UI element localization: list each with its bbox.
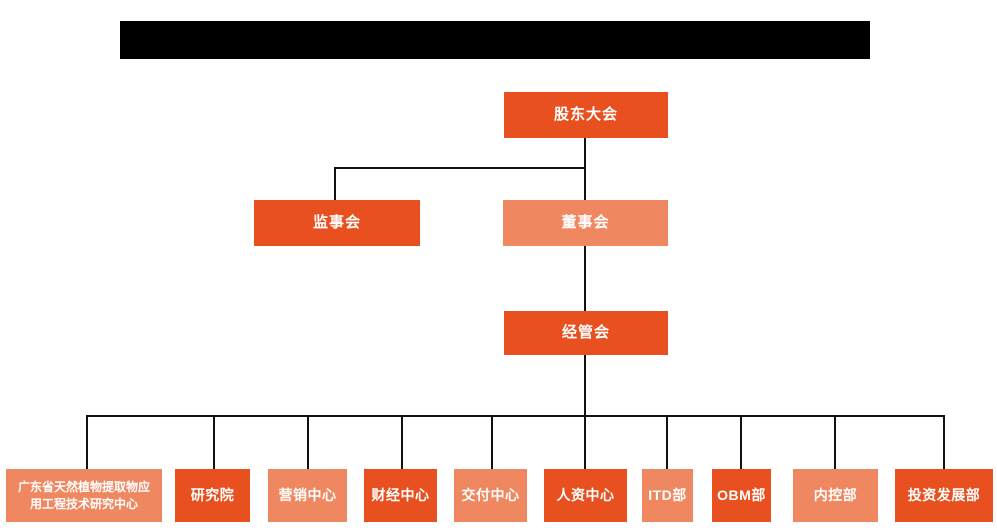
org-node-supervisory-board: 监事会 xyxy=(254,200,420,246)
org-node-obm-department: OBM部 xyxy=(712,469,771,522)
redacted-title-bar xyxy=(120,21,870,59)
connector-drop-investment-development-department xyxy=(943,416,945,469)
connector-management-to-departments xyxy=(584,355,586,416)
org-node-board-of-directors: 董事会 xyxy=(503,200,668,246)
connector-supervisory-drop xyxy=(334,168,336,200)
connector-drop-delivery-center xyxy=(491,416,493,469)
connector-shareholders-to-board xyxy=(584,138,586,200)
connector-departments-horizontal xyxy=(86,415,945,417)
connector-drop-itd-department xyxy=(666,416,668,469)
org-node-label: 财经中心 xyxy=(371,487,430,504)
org-node-finance-center: 财经中心 xyxy=(364,469,437,522)
org-node-label: 交付中心 xyxy=(461,487,520,504)
org-node-marketing-center: 营销中心 xyxy=(268,469,347,522)
org-node-label: ITD部 xyxy=(648,487,687,504)
connector-drop-internal-control-department xyxy=(834,416,836,469)
connector-drop-hr-center xyxy=(584,416,586,469)
org-node-label: 广东省天然植物提取物应 用工程技术研究中心 xyxy=(17,479,150,511)
connector-level2-horizontal xyxy=(334,167,586,169)
org-node-plant-extract-research-center: 广东省天然植物提取物应 用工程技术研究中心 xyxy=(6,469,162,522)
org-node-investment-development-department: 投资发展部 xyxy=(895,469,993,522)
org-node-delivery-center: 交付中心 xyxy=(454,469,527,522)
org-node-internal-control-department: 内控部 xyxy=(793,469,878,522)
connector-drop-research-institute xyxy=(213,416,215,469)
org-node-label: 研究院 xyxy=(190,487,235,504)
connector-board-to-management xyxy=(584,246,586,311)
connector-drop-obm-department xyxy=(740,416,742,469)
connector-drop-plant-extract-research-center xyxy=(86,416,88,469)
org-node-management-committee: 经管会 xyxy=(504,311,668,355)
org-node-label: 股东大会 xyxy=(553,105,618,123)
connector-drop-marketing-center xyxy=(307,416,309,469)
org-node-label: 监事会 xyxy=(312,213,361,231)
org-node-label: 内控部 xyxy=(813,487,858,504)
org-node-research-institute: 研究院 xyxy=(175,469,250,522)
connector-drop-finance-center xyxy=(401,416,403,469)
org-node-label: OBM部 xyxy=(717,487,766,504)
org-node-label: 营销中心 xyxy=(278,487,337,504)
org-node-hr-center: 人资中心 xyxy=(544,469,627,522)
org-node-label: 人资中心 xyxy=(556,487,615,504)
org-node-label: 投资发展部 xyxy=(907,487,981,504)
org-node-label: 经管会 xyxy=(561,323,610,341)
org-node-shareholders-meeting: 股东大会 xyxy=(504,92,668,138)
org-node-itd-department: ITD部 xyxy=(642,469,693,522)
org-node-label: 董事会 xyxy=(561,213,610,231)
